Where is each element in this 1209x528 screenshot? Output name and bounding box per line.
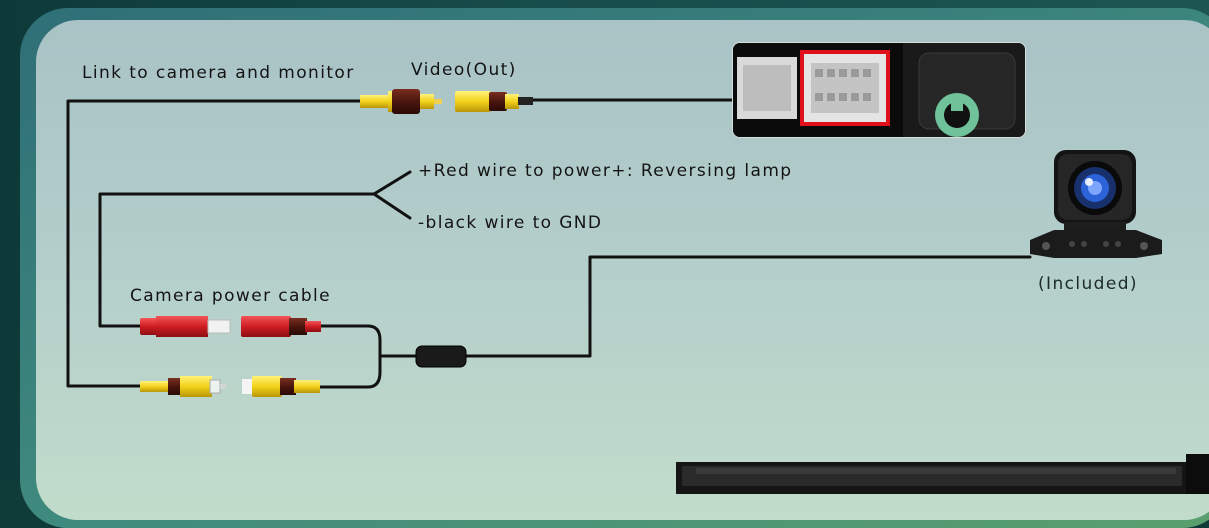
rca-plug-video-out <box>455 91 533 112</box>
connector-socket-icon <box>733 43 1025 137</box>
harness-photo <box>733 43 1025 137</box>
video-out-label: Video(Out) <box>411 60 517 80</box>
inline-filter <box>415 345 467 368</box>
rca-plug-link-female <box>360 89 442 114</box>
dc-plug-power-male <box>140 316 231 337</box>
included-label: (Included) <box>1038 274 1138 294</box>
power-cable-label: Camera power cable <box>130 286 332 306</box>
wiring-diagram <box>66 89 1032 397</box>
black-wire-label: -black wire to GND <box>418 213 603 233</box>
red-branch-wire <box>372 170 412 196</box>
highlight-box <box>800 50 890 126</box>
head-unit-icon <box>676 454 1209 494</box>
dc-plug-power-female <box>241 316 321 337</box>
black-branch-wire <box>372 192 412 220</box>
camera-icon <box>1030 150 1162 258</box>
power-wire <box>98 192 376 328</box>
rca-plug-camera-video-female <box>242 376 320 397</box>
camera-cable <box>464 255 1032 358</box>
video-to-junction <box>318 354 382 389</box>
red-wire-label: +Red wire to power+: Reversing lamp <box>418 161 793 181</box>
power-to-junction <box>318 324 382 358</box>
link-label: Link to camera and monitor <box>82 63 355 83</box>
rca-plug-camera-video-male <box>140 376 226 397</box>
link-wire <box>66 99 362 388</box>
